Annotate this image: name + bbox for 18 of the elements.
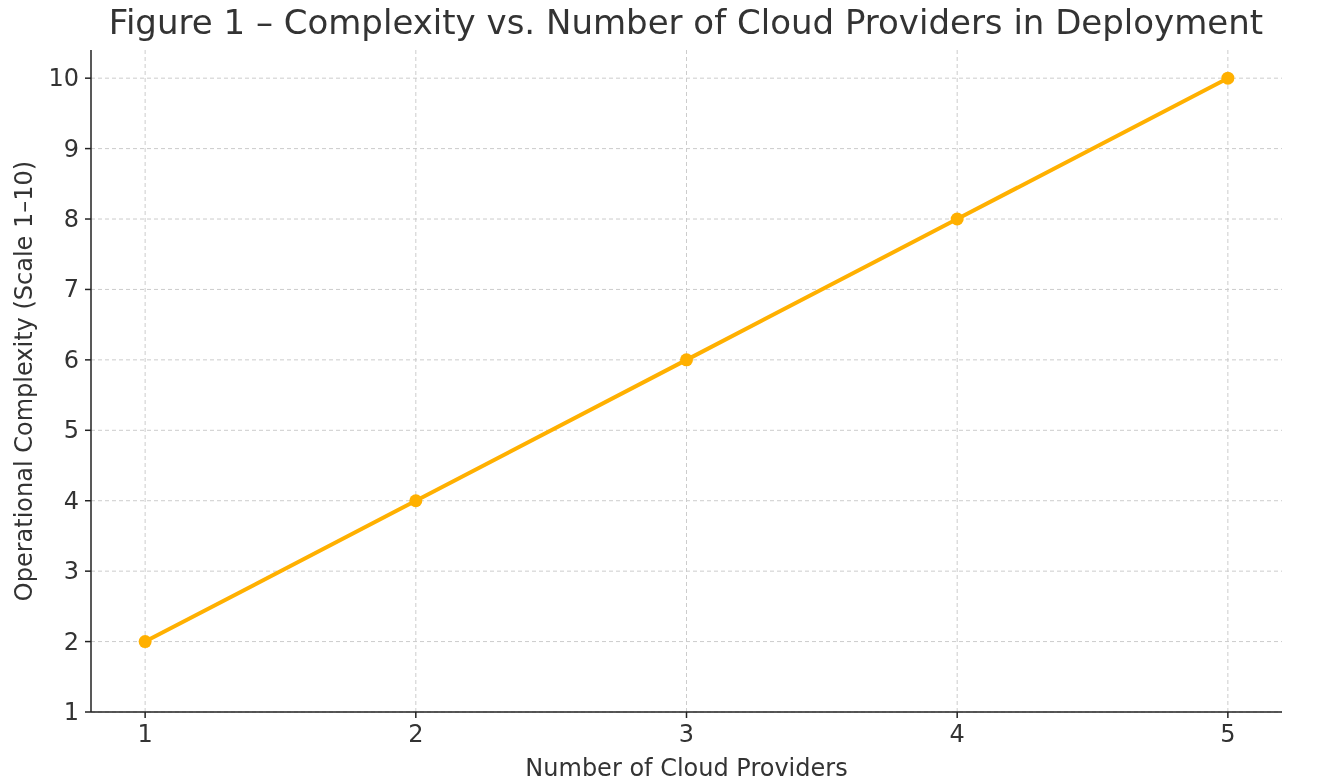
tick-label: 5 — [63, 416, 79, 445]
tick-label: 3 — [63, 557, 79, 586]
axis-title: Operational Complexity (Scale 1–10) — [10, 160, 38, 602]
tick-label: 9 — [63, 134, 79, 163]
tick-label: 1 — [63, 698, 79, 726]
tick-label: 2 — [408, 720, 424, 748]
tick-label: 10 — [48, 64, 79, 93]
tick-label: 1 — [137, 720, 153, 748]
axis-title: Number of Cloud Providers — [525, 754, 848, 782]
tick-label: 7 — [63, 275, 79, 304]
chart-title: Figure 1 – Complexity vs. Number of Cloud Providers in Deployment — [108, 2, 1264, 42]
tick-label: 8 — [63, 205, 79, 233]
tick-label: 2 — [63, 627, 79, 656]
tick-label: 4 — [63, 486, 79, 515]
tick-label: 6 — [63, 345, 79, 374]
tick-label: 5 — [1220, 720, 1236, 748]
tick-label: 3 — [678, 720, 695, 748]
tick-label: 4 — [949, 720, 965, 748]
